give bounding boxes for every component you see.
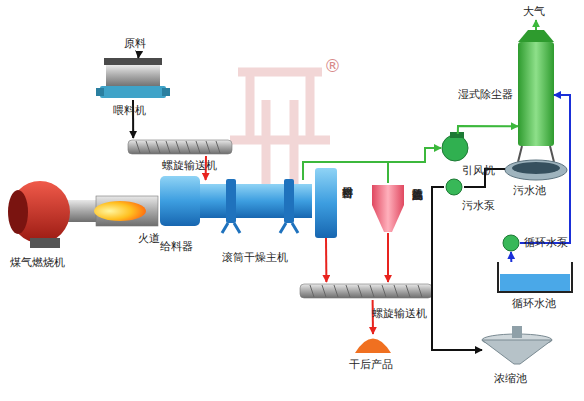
equipment-label: 大气 <box>523 5 545 18</box>
equipment-node: 火道 <box>100 196 158 226</box>
equipment-label: 湿式除尘器 <box>458 88 513 101</box>
equipment-label: 螺旋输送机 <box>162 159 217 172</box>
flow-line <box>303 162 388 183</box>
watermark: ® <box>324 56 341 76</box>
equipment-node: 污水池 <box>505 159 567 181</box>
flow-line <box>387 233 389 282</box>
flow-line <box>388 148 441 183</box>
flow-line <box>132 100 134 138</box>
flow-line <box>458 126 518 134</box>
equipment-label: 污水泵 <box>462 199 495 212</box>
equipment-node: 循环水泵 <box>502 234 520 252</box>
equipment-node: 循环水池 <box>498 262 572 292</box>
flow-line <box>325 238 327 282</box>
equipment-node: 给料器 <box>160 176 200 226</box>
equipment-node: 干后产品 <box>355 334 391 353</box>
equipment-node: 高效旋风除尘器 <box>370 183 406 233</box>
equipment-label: 给料器 <box>160 240 193 253</box>
flow-line <box>464 169 505 187</box>
equipment-label: 喂料机 <box>113 104 146 117</box>
equipment-node: 煤气燃烧机 <box>8 180 100 248</box>
equipment-label: 煤气燃烧机 <box>10 256 65 269</box>
equipment-node: 大气 <box>520 4 552 20</box>
equipment-node: 螺旋输送机 <box>300 282 432 300</box>
equipment-label: 循环水泵 <box>524 236 568 249</box>
equipment-node: 螺旋输送机 <box>128 138 232 156</box>
flow-line <box>205 156 207 180</box>
flow-line <box>137 52 140 58</box>
equipment-node: 密封排料器 <box>315 168 337 238</box>
equipment-node: 引风机 <box>441 134 469 162</box>
equipment-node: 污水泵 <box>444 178 464 196</box>
equipment-node: 滚筒干燥主机 <box>200 180 312 226</box>
equipment-label: 螺旋输送机 <box>372 307 427 320</box>
equipment-label: 循环水池 <box>512 297 556 310</box>
equipment-node: 湿式除尘器 <box>518 30 554 146</box>
flow-line <box>535 20 537 30</box>
equipment-label: 污水池 <box>513 184 546 197</box>
flow-line <box>432 187 482 350</box>
equipment-label: 滚筒干燥主机 <box>222 251 288 264</box>
equipment-label: 火道 <box>138 232 160 245</box>
flow-line <box>510 252 512 262</box>
equipment-node: 浓缩池 <box>482 334 552 366</box>
equipment-label: 原料 <box>124 37 146 50</box>
equipment-node: 原料 <box>122 36 156 52</box>
equipment-label: 干后产品 <box>349 358 393 371</box>
equipment-label: 引风机 <box>462 164 495 177</box>
equipment-label: 浓缩池 <box>494 372 527 385</box>
flow-line <box>520 95 570 243</box>
equipment-node: 喂料机 <box>100 58 166 100</box>
flow-line <box>372 300 374 334</box>
